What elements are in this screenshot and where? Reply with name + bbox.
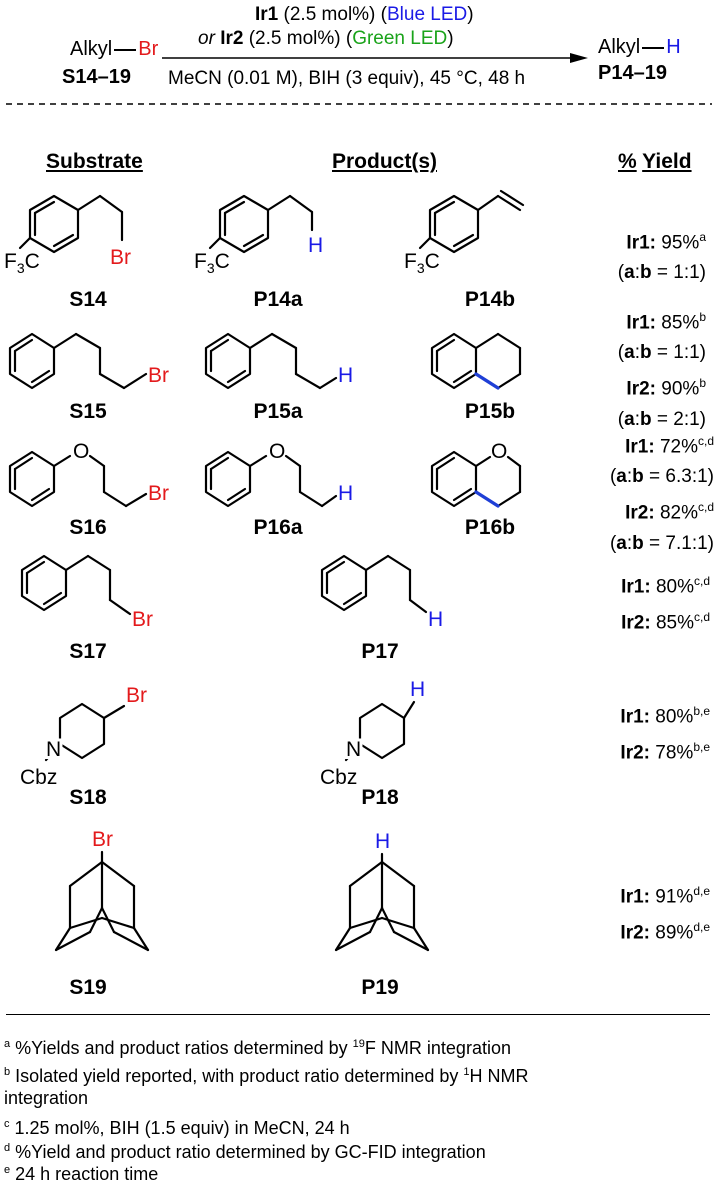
svg-text:H: H [375, 830, 390, 853]
reactant-br: Br [138, 38, 159, 60]
label-p16b: P16b [464, 516, 516, 539]
footnote-a: a %Yields and product ratios determined … [4, 1038, 511, 1058]
label-s19: S19 [69, 976, 107, 999]
structure-p16a: O H [204, 440, 353, 508]
product-bond [642, 46, 665, 49]
footnote-e: e 24 h reaction time [4, 1164, 159, 1184]
svg-text:H: H [308, 234, 323, 257]
svg-text:H: H [428, 608, 443, 631]
reactant-formula: Alkyl Br [70, 38, 158, 61]
svg-text:O: O [73, 440, 89, 463]
svg-text:H: H [338, 364, 353, 387]
svg-text:F3C: F3C [194, 250, 230, 276]
header-yield: % Yield [618, 150, 692, 173]
footnote-c: c 1.25 mol%, BIH (1.5 equiv) in MeCN, 24… [4, 1118, 350, 1138]
structure-p16b: O [430, 440, 522, 508]
label-s14: S14 [69, 288, 107, 311]
structure-s14: F3C Br [4, 194, 131, 276]
green-led-text: Green LED [352, 28, 448, 49]
reaction-arrow [162, 53, 588, 63]
label-s15: S15 [69, 400, 107, 423]
condition-line-1: Ir1 (2.5 mol%) (Blue LED) [255, 4, 474, 25]
yield-row-16: Ir1: 72%c,d (a:b = 6.3:1) Ir2: 82%c,d (a… [609, 434, 714, 554]
footnote-divider [6, 1014, 710, 1015]
svg-text:Br: Br [132, 608, 153, 631]
label-s16: S16 [69, 516, 107, 539]
condition-line-2: or Ir2 (2.5 mol%) (Green LED) [198, 28, 454, 49]
header-products: Product(s) [332, 150, 437, 173]
label-s18: S18 [69, 786, 107, 809]
label-p16a: P16a [253, 516, 303, 539]
yield-row-19: Ir1: 91%d,e Ir2: 89%d,e [620, 884, 710, 944]
header-substrate: Substrate [46, 150, 143, 173]
yield-row-14: Ir1: 95%a (a:b = 1:1) [617, 230, 706, 284]
label-p14a: P14a [253, 288, 303, 311]
structure-p14b: F3C [404, 189, 525, 276]
svg-text:Br: Br [92, 828, 113, 851]
svg-text:Br: Br [148, 482, 169, 505]
structure-p15a: H [204, 332, 353, 390]
structure-s16: O Br [8, 440, 169, 508]
svg-text:F3C: F3C [4, 250, 40, 276]
reactant-label: S14–19 [62, 66, 131, 88]
structure-p15b [430, 332, 522, 390]
label-p15b: P15b [464, 400, 516, 423]
label-p14b: P14b [464, 288, 516, 311]
structure-p18: H N Cbz [320, 678, 425, 789]
svg-text:N: N [46, 738, 61, 761]
svg-text:O: O [491, 440, 507, 463]
reactant-bond [114, 48, 137, 51]
svg-text:H: H [410, 678, 425, 701]
condition-line-3: MeCN (0.01 M), BIH (3 equiv), 45 °C, 48 … [168, 68, 526, 89]
label-p15a: P15a [253, 400, 303, 423]
structure-s19: Br [54, 828, 150, 952]
svg-text:Br: Br [110, 246, 131, 269]
structure-p14a: F3C H [194, 194, 323, 276]
reactant-alkyl: Alkyl [70, 38, 113, 60]
footnote-b: b Isolated yield reported, with product … [4, 1066, 529, 1086]
yield-row-17: Ir1: 80%c,d Ir2: 85%c,d [621, 574, 710, 634]
label-p19: P19 [361, 976, 399, 999]
label-p18: P18 [361, 786, 399, 809]
product-label: P14–19 [598, 62, 667, 84]
yield-row-18: Ir1: 80%b,e Ir2: 78%b,e [620, 704, 710, 764]
structure-p19: H [334, 830, 430, 952]
footnote-d: d %Yield and product ratio determined by… [4, 1142, 486, 1162]
label-s17: S17 [69, 640, 107, 663]
structure-s18: Br N Cbz [20, 684, 147, 789]
svg-text:Cbz: Cbz [320, 766, 357, 789]
svg-text:F3C: F3C [404, 250, 440, 276]
svg-text:N: N [346, 738, 361, 761]
footnote-b-cont: integration [4, 1088, 89, 1108]
structure-s15: Br [8, 332, 169, 390]
structure-p17: H [320, 554, 443, 631]
svg-text:H: H [338, 482, 353, 505]
svg-text:O: O [269, 440, 285, 463]
label-p17: P17 [361, 640, 399, 663]
svg-text:Cbz: Cbz [20, 766, 57, 789]
structure-s17: Br [20, 554, 153, 631]
blue-led-text: Blue LED [387, 4, 468, 25]
dashed-divider [6, 103, 712, 105]
svg-text:Br: Br [148, 364, 169, 387]
svg-text:Br: Br [126, 684, 147, 707]
yield-row-15: Ir1: 85%b (a:b = 1:1) Ir2: 90%b (a:b = 2… [617, 310, 706, 430]
